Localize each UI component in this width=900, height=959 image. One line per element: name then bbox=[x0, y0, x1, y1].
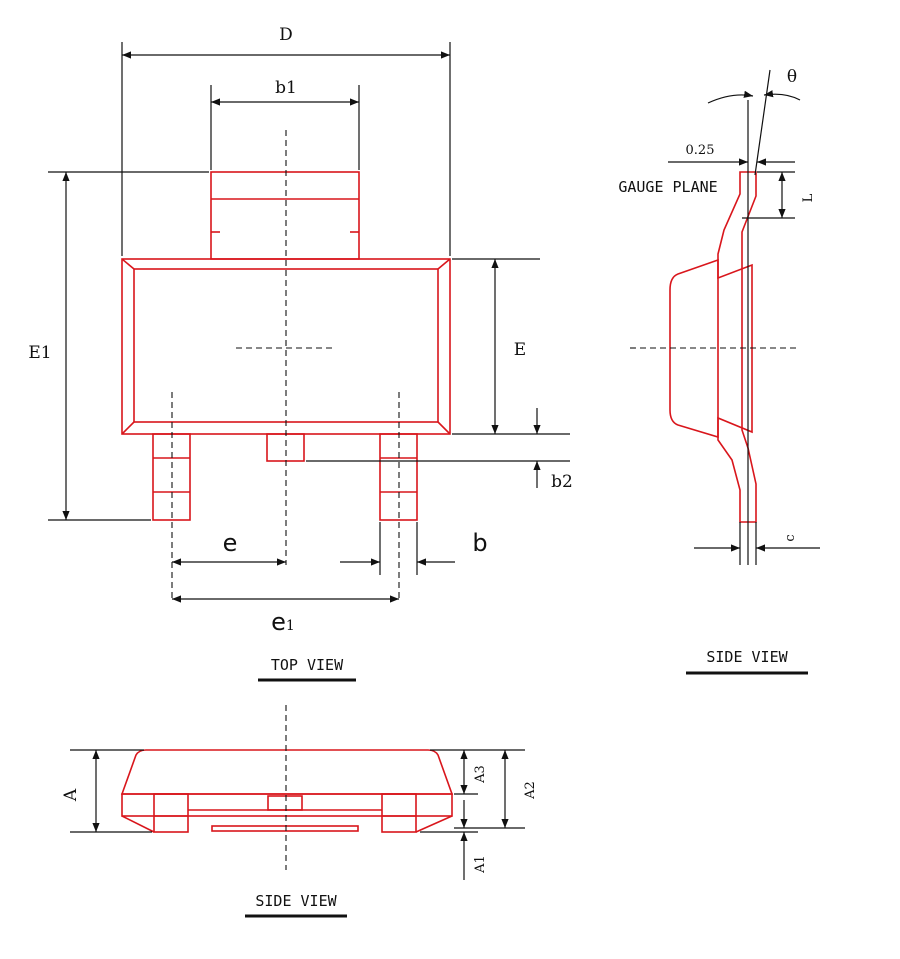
dim-b1: b1 bbox=[210, 78, 360, 170]
top-view-title-text: TOP VIEW bbox=[271, 656, 344, 674]
top-view-title: TOP VIEW bbox=[258, 656, 356, 682]
label-A1: A1 bbox=[473, 855, 488, 874]
side-view-right-title-text: SIDE VIEW bbox=[706, 648, 788, 666]
dim-D: D bbox=[121, 25, 451, 256]
label-b: b bbox=[472, 529, 487, 557]
bottom-body bbox=[120, 749, 454, 795]
label-b1: b1 bbox=[275, 78, 297, 98]
side-lead bbox=[717, 171, 757, 523]
top-tab bbox=[210, 171, 360, 260]
label-D: D bbox=[279, 25, 293, 45]
dim-c: c bbox=[694, 522, 820, 565]
dim-b2: b2 bbox=[306, 408, 573, 492]
top-view: D b1 E1 E b2 bbox=[28, 25, 573, 682]
dim-L: L bbox=[742, 171, 816, 219]
dim-theta: θ bbox=[707, 67, 801, 176]
dim-e: e bbox=[172, 529, 286, 566]
bottom-lead-right bbox=[381, 793, 417, 833]
side-view-bottom: A A3 A2 A1 SIDE VIEW bbox=[61, 705, 538, 918]
label-E: E bbox=[514, 340, 526, 360]
label-b2: b2 bbox=[551, 472, 573, 492]
label-e1-sub: 1 bbox=[286, 618, 295, 634]
side-view-bottom-title-text: SIDE VIEW bbox=[255, 892, 337, 910]
label-c: c bbox=[783, 534, 798, 541]
label-e: e bbox=[223, 529, 238, 557]
label-E1: E1 bbox=[28, 343, 51, 363]
dim-A3: A3 bbox=[430, 749, 525, 795]
side-view-right-title: SIDE VIEW bbox=[686, 648, 808, 675]
label-A3: A3 bbox=[473, 765, 488, 784]
side-view-right: θ 0.25 GAUGE PLANE L c SIDE VIEW bbox=[618, 67, 820, 675]
top-lead-center bbox=[266, 433, 305, 462]
bottom-lead-center bbox=[267, 795, 303, 811]
dim-b: b bbox=[340, 522, 488, 575]
label-gauge-plane: GAUGE PLANE bbox=[618, 178, 717, 196]
dim-A1: A1 bbox=[420, 800, 488, 880]
top-centerlines bbox=[171, 130, 400, 602]
side-view-bottom-title: SIDE VIEW bbox=[245, 892, 347, 918]
dim-e1: e1 bbox=[172, 595, 399, 636]
label-theta: θ bbox=[787, 67, 797, 87]
label-e1: e1 bbox=[271, 608, 295, 636]
label-A2: A2 bbox=[523, 781, 538, 800]
dim-A2: A2 bbox=[454, 750, 538, 829]
label-L: L bbox=[801, 193, 816, 202]
dim-E: E bbox=[452, 258, 570, 435]
dim-gauge: 0.25 GAUGE PLANE bbox=[618, 143, 795, 196]
label-A: A bbox=[61, 788, 81, 802]
label-gauge-value: 0.25 bbox=[686, 143, 715, 158]
dim-E1: E1 bbox=[28, 171, 209, 521]
dim-A: A bbox=[61, 749, 152, 833]
label-e1-main: e bbox=[271, 608, 286, 636]
bottom-lead-left bbox=[153, 793, 189, 833]
